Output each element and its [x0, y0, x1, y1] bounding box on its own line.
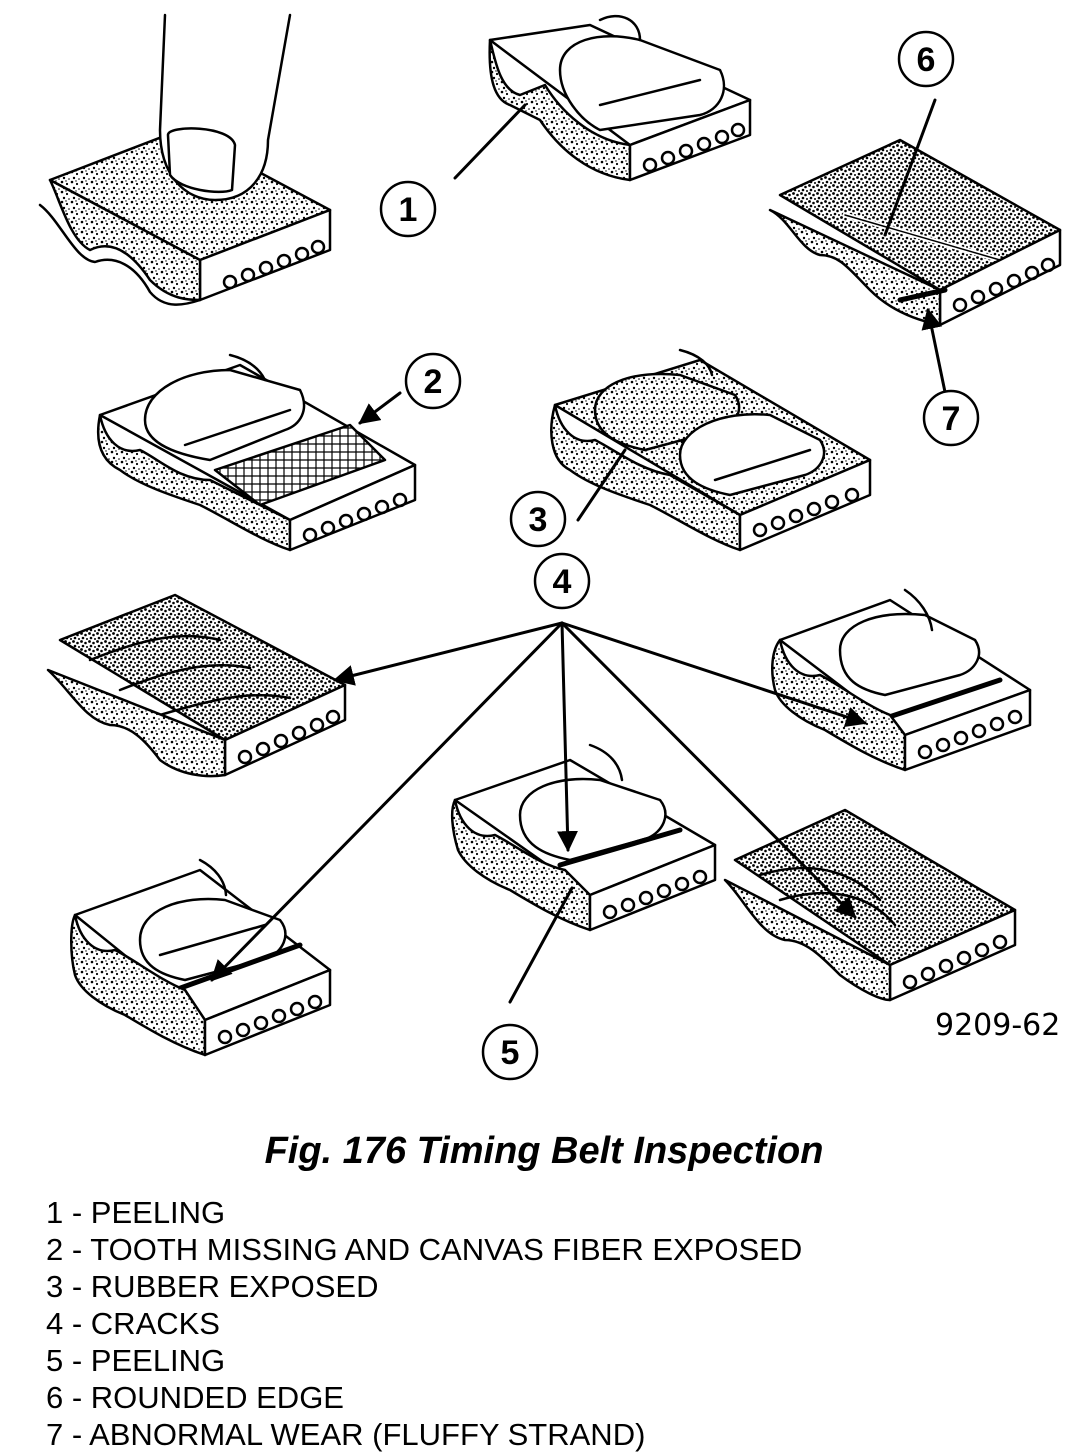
callout-number-5: 5	[501, 1034, 520, 1072]
belt-peeling-bottom-left	[70, 858, 332, 1057]
belt-cracks-bottom-right	[723, 808, 1017, 1002]
leader-6	[883, 98, 937, 237]
figure-code: 9209-62	[935, 1008, 1061, 1043]
belt-tooth-missing	[96, 353, 417, 552]
figure-caption: Fig. 176 Timing Belt Inspection	[264, 1130, 824, 1172]
timing-belt-illustration: 1 2 3 4 5 6 7	[38, 13, 1062, 1081]
leader-7	[921, 307, 947, 394]
callout-number-4: 4	[553, 563, 572, 601]
belt-rubber-exposed	[550, 348, 872, 552]
belt-peeling-center	[450, 743, 717, 932]
legend-item-7: 7 - ABNORMAL WEAR (FLUFFY STRAND)	[46, 1417, 646, 1452]
leader-4-a	[332, 621, 564, 686]
callout-number-3: 3	[529, 501, 548, 539]
legend-item-6: 6 - ROUNDED EDGE	[46, 1380, 344, 1415]
callout-circles	[379, 30, 980, 1081]
callout-circle-1	[379, 180, 437, 238]
legend-item-5: 5 - PEELING	[46, 1343, 226, 1378]
leader-lines	[210, 98, 947, 1004]
callout-number-2: 2	[424, 363, 443, 401]
belt-cracks-right	[771, 588, 1032, 772]
callout-number-7: 7	[942, 400, 961, 438]
leader-3	[576, 448, 627, 522]
belt-peeling-top	[488, 14, 752, 182]
callout-circle-5	[481, 1023, 539, 1081]
callout-circle-4	[533, 552, 591, 610]
legend-item-2: 2 - TOOTH MISSING AND CANVAS FIBER EXPOS…	[46, 1232, 803, 1267]
leader-2	[358, 391, 402, 425]
leader-5	[508, 886, 574, 1004]
leader-1	[453, 103, 527, 180]
callout-circle-6	[897, 30, 955, 88]
callout-circle-2	[404, 352, 462, 410]
leader-4-d	[560, 621, 857, 919]
belt-rounded-edge	[768, 138, 1062, 327]
leader-4-e	[210, 621, 564, 982]
legend-item-3: 3 - RUBBER EXPOSED	[46, 1269, 379, 1304]
callout-number-6: 6	[917, 41, 936, 79]
leader-4-c	[560, 621, 867, 728]
callout-number-1: 1	[399, 191, 418, 229]
belt-cracks-left	[46, 593, 347, 778]
leader-4-b	[557, 621, 578, 853]
legend-list: 1 - PEELING 2 - TOOTH MISSING AND CANVAS…	[46, 1194, 802, 1453]
callout-circle-3	[509, 490, 567, 548]
legend-item-1: 1 - PEELING	[46, 1195, 226, 1230]
callout-circle-7	[922, 389, 980, 447]
legend-item-4: 4 - CRACKS	[46, 1306, 220, 1341]
belt-finger-test	[38, 13, 332, 306]
callout-numbers: 1 2 3 4 5 6 7	[399, 41, 961, 1072]
